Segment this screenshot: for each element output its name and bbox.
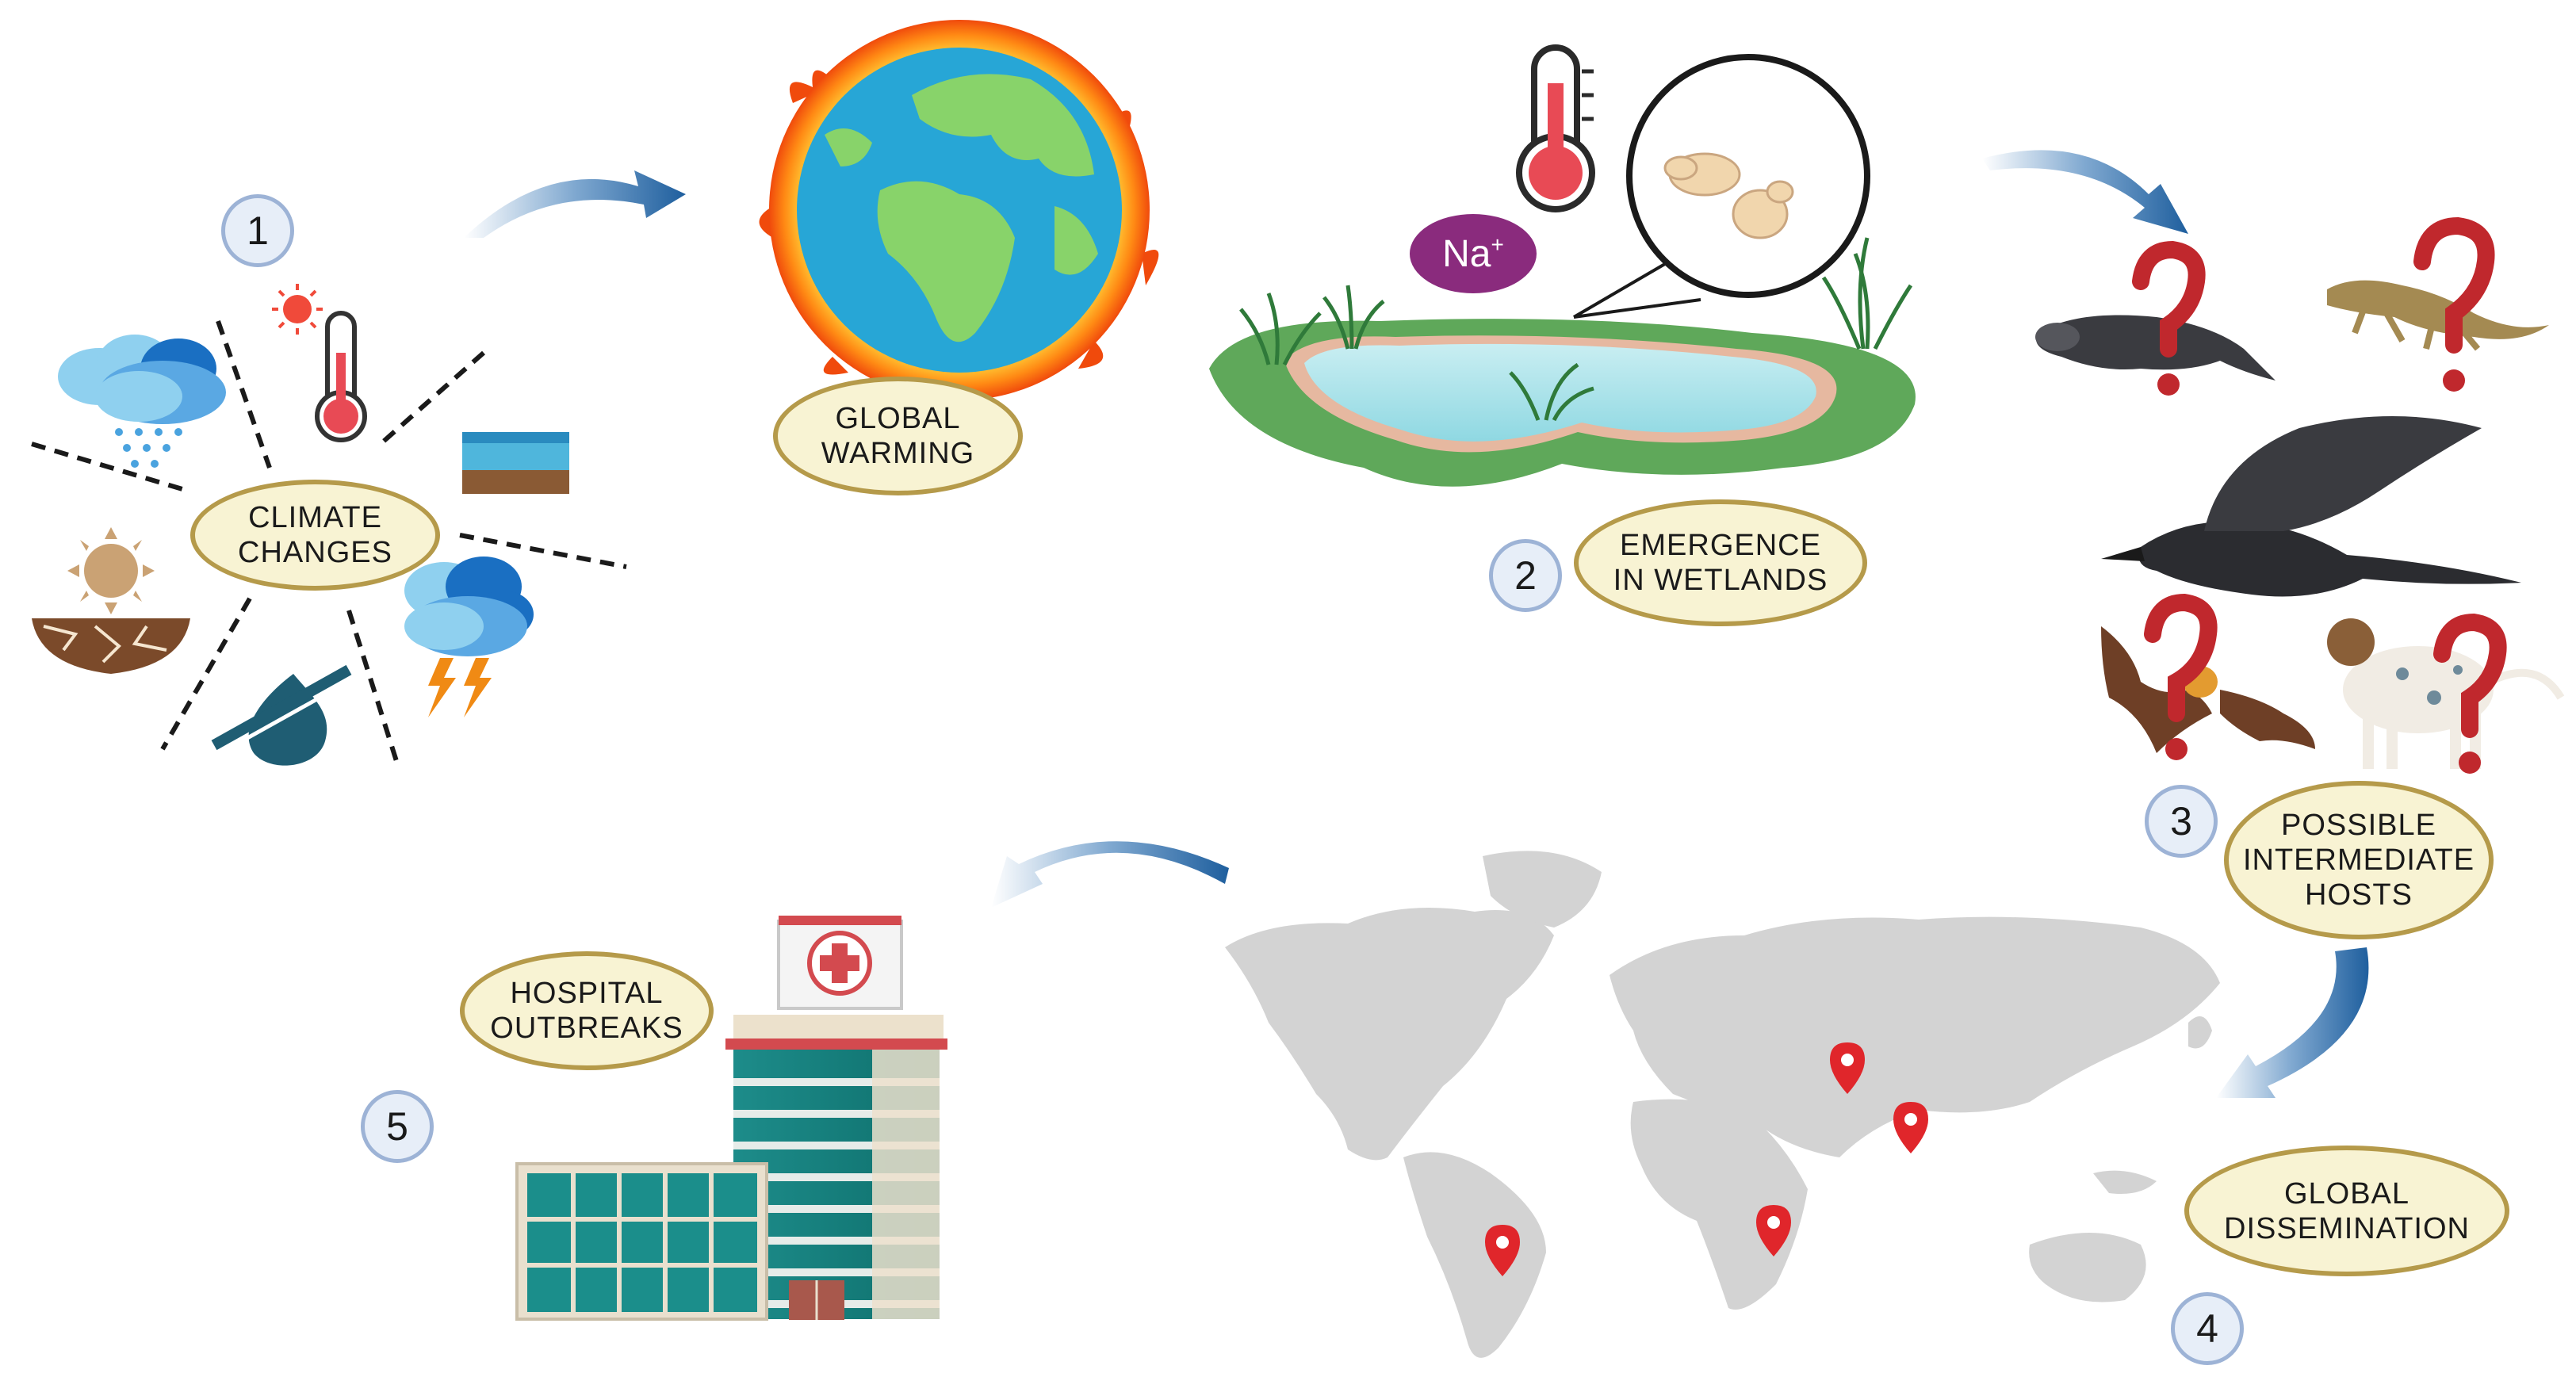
question-mark-dot [2157, 369, 2481, 774]
thermometer-icon [1516, 44, 1595, 212]
wetland-pond-icon [1209, 237, 1916, 487]
hospital-outbreaks-label: HOSPITAL OUTBREAKS [460, 951, 714, 1070]
world-map-icon [1225, 851, 2220, 1358]
step-number-4: 4 [2171, 1292, 2244, 1365]
climate-changes-label: CLIMATE CHANGES [190, 480, 440, 591]
crow-icon [2101, 416, 2521, 597]
step-number-3: 3 [2145, 785, 2218, 858]
bat-icon [2101, 626, 2315, 753]
drought-icon [32, 527, 190, 674]
salamander-icon [2327, 280, 2549, 351]
global-dissemination-label: GLOBAL DISSEMINATION [2184, 1146, 2509, 1276]
global-warming-label: GLOBAL WARMING [773, 377, 1023, 495]
thermometer-icon [315, 311, 367, 442]
hospital-building-icon [515, 916, 947, 1321]
reeds [1239, 237, 1913, 422]
sun-icon [272, 284, 323, 335]
storm-cloud-icon [404, 557, 534, 717]
location-pin-icon [1893, 1102, 1928, 1153]
emergence-in-wetlands-label: EMERGENCE IN WETLANDS [1574, 499, 1867, 626]
curved-arrow-icon [991, 841, 1229, 908]
curved-arrow-icon [1982, 150, 2188, 234]
no-water-icon [211, 664, 357, 766]
water-level-icon [462, 432, 569, 494]
yeast-cells-icon [1572, 54, 1870, 319]
step-number-5: 5 [361, 1090, 434, 1163]
location-pin-icon [1830, 1042, 1865, 1094]
curved-arrow-icon [464, 170, 686, 238]
dog-icon [2327, 618, 2565, 769]
step-number-1: 1 [221, 194, 294, 267]
step-number-2: 2 [1489, 539, 1562, 612]
curved-arrow-icon [2216, 947, 2369, 1098]
sodium-charge: + [1491, 232, 1504, 257]
dolphin-icon [2035, 315, 2276, 381]
rain-cloud-icon [58, 335, 226, 468]
sodium-badge [1410, 214, 1537, 293]
sodium-label: Na+ [1442, 232, 1504, 275]
possible-intermediate-hosts-label: POSSIBLE INTERMEDIATE HOSTS [2224, 781, 2494, 939]
question-mark-icon [2132, 216, 2507, 738]
location-pin-icon [1485, 1225, 1520, 1276]
location-pin-icon [1756, 1205, 1791, 1257]
burning-earth-icon [759, 20, 1159, 400]
climate-dashed-rays [31, 320, 627, 762]
